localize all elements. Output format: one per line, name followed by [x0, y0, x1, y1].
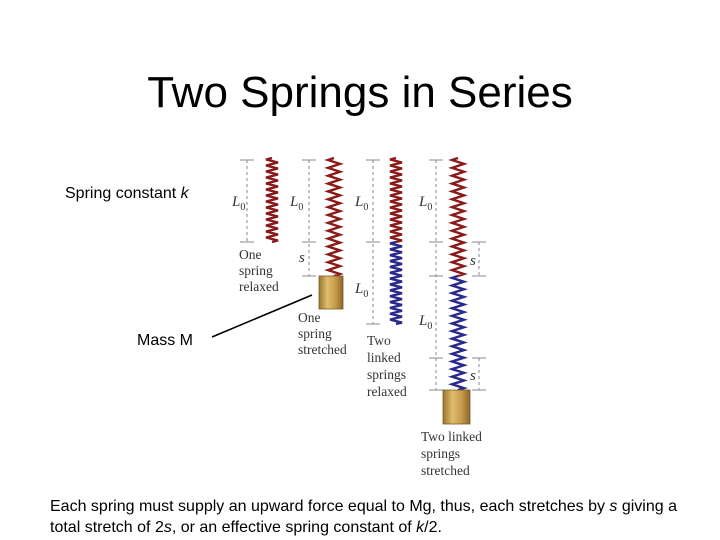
spring-red-upper-stretched	[448, 156, 468, 278]
L0-label: L0	[418, 313, 432, 332]
spring-red-stretched	[324, 156, 344, 278]
spring-red-upper-linked	[389, 156, 403, 244]
L0-label: L0	[354, 281, 368, 300]
s-label: s	[470, 253, 476, 269]
slide-title: Two Springs in Series	[147, 68, 573, 117]
length-labels: L0 L0 L0 L0 L0 L0 s s s	[231, 194, 476, 384]
s-label: s	[470, 368, 476, 384]
L0-label: L0	[418, 194, 432, 213]
spring-constant-text: Spring constant	[65, 185, 177, 202]
L0-label: L0	[354, 194, 368, 213]
mass-pointer-line	[211, 294, 313, 338]
spring-blue-lower-stretched	[448, 274, 468, 392]
dimension-lines	[246, 160, 480, 390]
mass-block-two-springs	[442, 389, 471, 425]
spring-constant-symbol: k	[180, 185, 189, 202]
mass-block-one-spring	[318, 275, 344, 310]
spring-blue-lower-linked	[389, 240, 403, 326]
s-label: s	[299, 250, 305, 266]
spring-constant-label: Spring constant k	[65, 185, 189, 203]
spring-red-relaxed	[265, 156, 279, 244]
mass-label: Mass M	[137, 332, 193, 349]
explanation-text: Each spring must supply an upward force …	[50, 498, 677, 536]
L0-label: L0	[289, 194, 303, 213]
L0-label: L0	[231, 194, 245, 213]
dimension-ticks	[240, 159, 486, 391]
